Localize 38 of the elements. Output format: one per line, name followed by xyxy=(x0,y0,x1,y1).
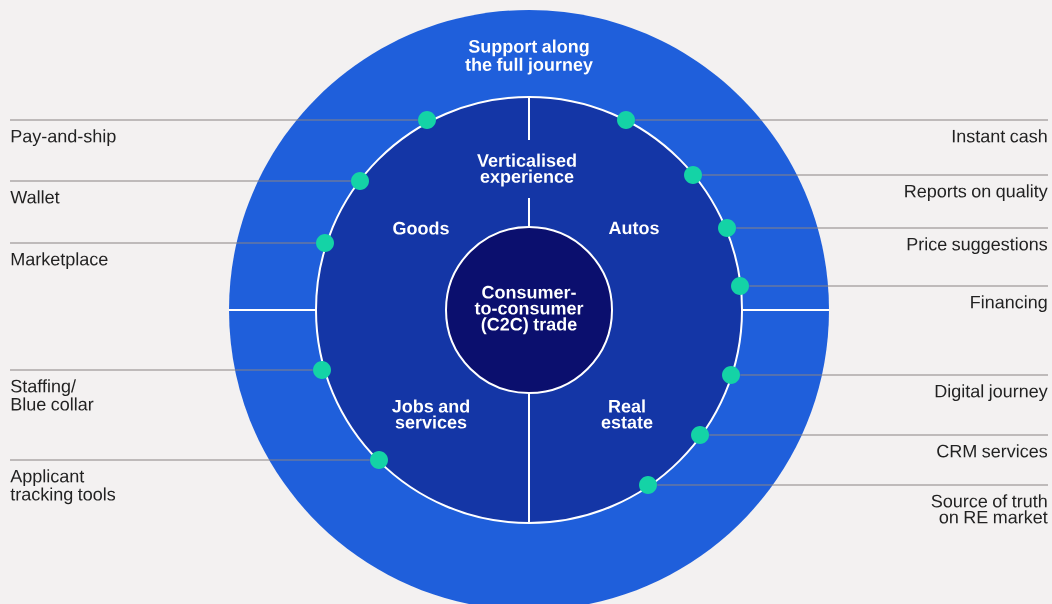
leader-line xyxy=(701,174,1049,176)
leader-line xyxy=(9,459,371,461)
dot-marker xyxy=(313,361,331,379)
dot-marker xyxy=(617,111,635,129)
feature-label: Marketplace xyxy=(11,252,108,270)
leader-line xyxy=(9,369,314,371)
leader-line xyxy=(656,484,1049,486)
quadrant-label: Jobs and services xyxy=(392,399,470,429)
leader-line xyxy=(735,227,1049,229)
quadrant-label: Real estate xyxy=(601,399,653,429)
dot-marker xyxy=(316,234,334,252)
dot-marker xyxy=(691,426,709,444)
feature-label: Applicant tracking tools xyxy=(10,469,116,505)
leader-line xyxy=(634,119,1049,121)
feature-label: Staffing/ Blue collar xyxy=(11,379,94,411)
dot-marker xyxy=(418,111,436,129)
dot-marker xyxy=(639,476,657,494)
feature-label: Reports on quality xyxy=(905,184,1048,202)
feature-label: Source of truth on RE market xyxy=(931,494,1048,524)
feature-label: Price suggestions xyxy=(907,237,1048,255)
leader-line xyxy=(9,242,317,244)
leader-line xyxy=(9,119,419,121)
feature-label: Digital journey xyxy=(935,384,1048,402)
feature-label: CRM services xyxy=(937,444,1048,458)
leader-line xyxy=(748,285,1049,287)
dot-marker xyxy=(370,451,388,469)
dot-marker xyxy=(684,166,702,184)
dot-marker xyxy=(722,366,740,384)
leader-line xyxy=(708,434,1049,436)
dot-marker xyxy=(718,219,736,237)
dot-marker xyxy=(351,172,369,190)
feature-label: Financing xyxy=(971,295,1047,313)
leader-line xyxy=(9,180,352,182)
dot-marker xyxy=(731,277,749,295)
leader-line xyxy=(739,374,1049,376)
feature-label: Pay-and-ship xyxy=(11,129,116,147)
feature-label: Wallet xyxy=(10,190,60,204)
feature-label: Instant cash xyxy=(952,129,1047,143)
